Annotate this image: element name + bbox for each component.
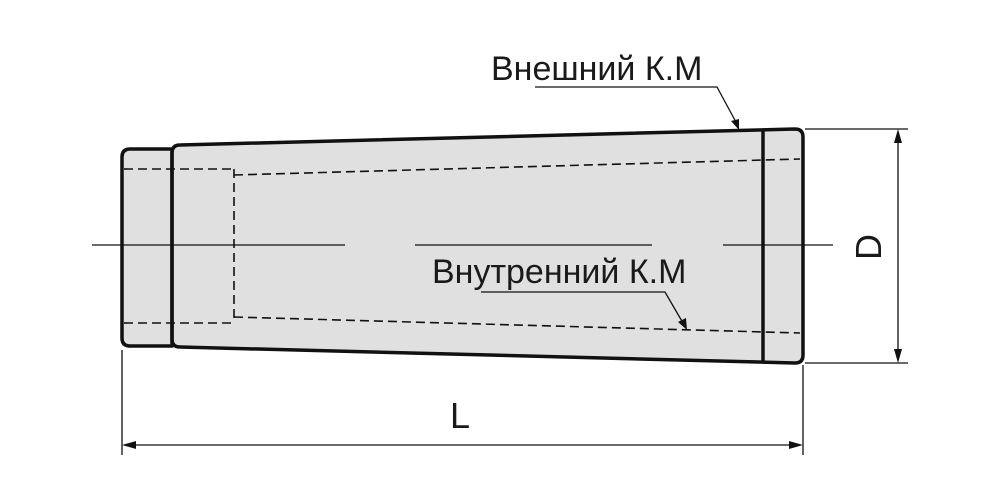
outer-taper-label: Внешний К.М	[491, 50, 702, 88]
hidden-lines	[124, 158, 801, 334]
length-label: L	[450, 395, 470, 436]
inner-taper-label: Внутренний К.М	[432, 253, 686, 291]
body-outline	[170, 127, 805, 365]
shank-outline	[120, 147, 174, 348]
shank-section	[122, 149, 172, 346]
diameter-dimension	[805, 128, 908, 364]
outer-taper-leader	[535, 86, 739, 130]
length-dimension	[121, 350, 804, 455]
taper-body	[172, 129, 803, 363]
diameter-label: D	[848, 234, 889, 260]
inner-taper-leader	[481, 291, 687, 330]
